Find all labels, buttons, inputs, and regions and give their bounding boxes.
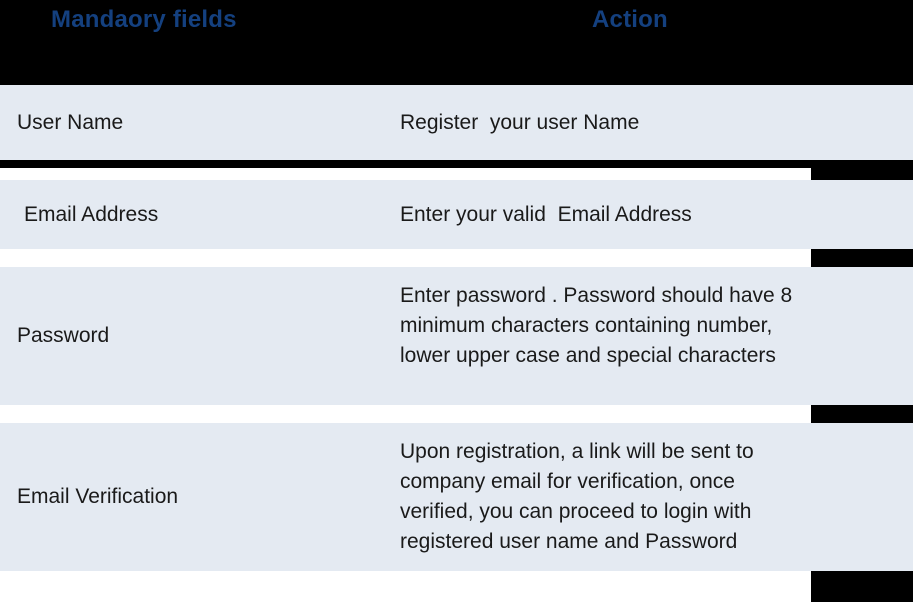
column-header-mandatory-fields: Mandaory fields: [51, 6, 237, 33]
row-separator: [0, 571, 913, 602]
table-row: User Name Register your user Name: [0, 85, 913, 160]
separator-rule: [0, 160, 913, 168]
row-field-label: Email Verification: [17, 485, 179, 508]
row-field-label: Password: [17, 324, 110, 347]
row-field-label: User Name: [17, 110, 124, 134]
separator-end-block: [811, 571, 913, 602]
table-row: Password Enter password . Password shoul…: [0, 267, 913, 405]
table-row: Email Address Enter your valid Email Add…: [0, 180, 913, 249]
row-separator: [0, 160, 913, 180]
row-action-text: Upon registration, a link will be sent t…: [400, 440, 760, 553]
row-action-text: Enter your valid Email Address: [400, 202, 692, 226]
table-row: Email Verification Upon registration, a …: [0, 423, 913, 571]
separator-end-block: [811, 405, 913, 423]
table-header: Mandaory fields Action: [0, 0, 913, 85]
row-separator: [0, 405, 913, 423]
separator-gap: [0, 571, 811, 602]
separator-gap: [0, 405, 811, 423]
column-header-action: Action: [592, 6, 668, 33]
row-separator: [0, 249, 913, 267]
separator-gap: [0, 249, 811, 267]
separator-end-block: [811, 249, 913, 267]
row-field-label: Email Address: [24, 202, 159, 226]
row-action-text: Enter password . Password should have 8 …: [400, 284, 799, 367]
row-action-text: Register your user Name: [400, 110, 640, 134]
